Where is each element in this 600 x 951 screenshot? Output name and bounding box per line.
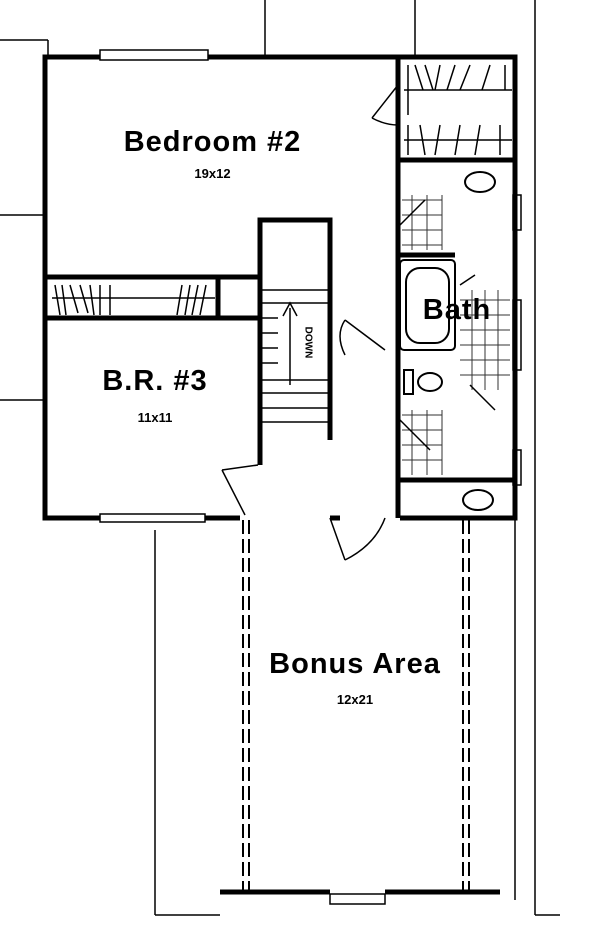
bath-fixtures [399,171,496,511]
stairs-down-label: DOWN [302,326,314,359]
context-lines [0,0,560,916]
room-size-bedroom-2: 19x12 [194,166,231,181]
bonus-area-walls [242,520,470,890]
room-size-bonus-area: 12x21 [336,692,374,707]
room-name-br-3: B.R. #3 [102,365,208,397]
room-size-br-3: 11x11 [137,410,173,425]
room-name-bonus-area: Bonus Area [269,648,441,680]
interior-walls [45,57,515,518]
tile-floor [402,195,510,475]
closet-shelving [52,64,512,316]
exterior-walls [42,54,518,895]
room-name-bedroom-2: Bedroom #2 [123,126,302,158]
stair-treads [262,289,328,423]
room-name-bath: Bath [422,294,492,326]
windows [99,49,522,905]
